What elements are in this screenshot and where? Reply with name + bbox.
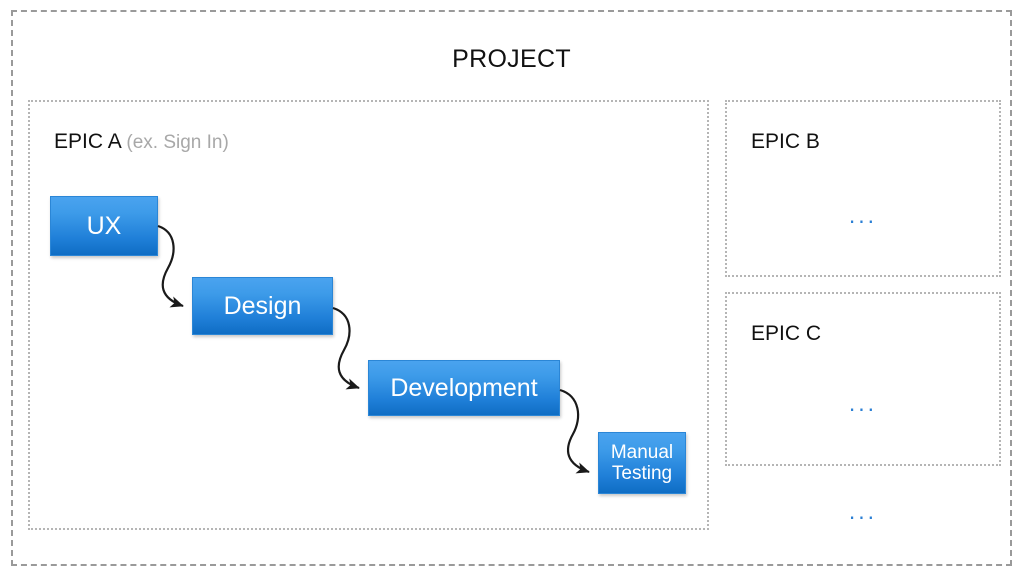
task-box-development[interactable]: Development bbox=[368, 360, 560, 416]
epic-panel-c[interactable]: EPIC C ... bbox=[725, 292, 1001, 466]
epic-a-hint: (ex. Sign In) bbox=[126, 132, 229, 153]
task-box-ux[interactable]: UX bbox=[50, 196, 158, 256]
more-epics-ellipsis: ... bbox=[848, 498, 878, 524]
task-manual-testing-line2: Testing bbox=[611, 463, 673, 484]
task-ux-label: UX bbox=[86, 212, 122, 240]
task-manual-testing-line1: Manual bbox=[610, 441, 674, 463]
task-box-manual-testing[interactable]: Manual Testing bbox=[598, 432, 686, 494]
epic-b-ellipsis: ... bbox=[848, 202, 878, 228]
epic-c-label: EPIC C bbox=[751, 322, 821, 346]
epic-a-label-text: EPIC A bbox=[54, 130, 121, 153]
epic-c-ellipsis: ... bbox=[848, 390, 878, 416]
epic-a-label: EPIC A (ex. Sign In) bbox=[54, 130, 229, 154]
task-development-label: Development bbox=[390, 374, 538, 402]
epic-b-label: EPIC B bbox=[751, 130, 820, 154]
epic-c-label-text: EPIC C bbox=[751, 322, 822, 345]
page-title: PROJECT bbox=[452, 45, 571, 73]
task-manual-testing-label: Manual Testing bbox=[611, 442, 673, 485]
task-box-design[interactable]: Design bbox=[192, 277, 333, 335]
task-design-label: Design bbox=[223, 292, 302, 320]
epic-panel-a[interactable]: EPIC A (ex. Sign In) bbox=[28, 100, 709, 530]
epic-panel-b[interactable]: EPIC B ... bbox=[725, 100, 1001, 277]
epic-b-label-text: EPIC B bbox=[751, 130, 820, 153]
